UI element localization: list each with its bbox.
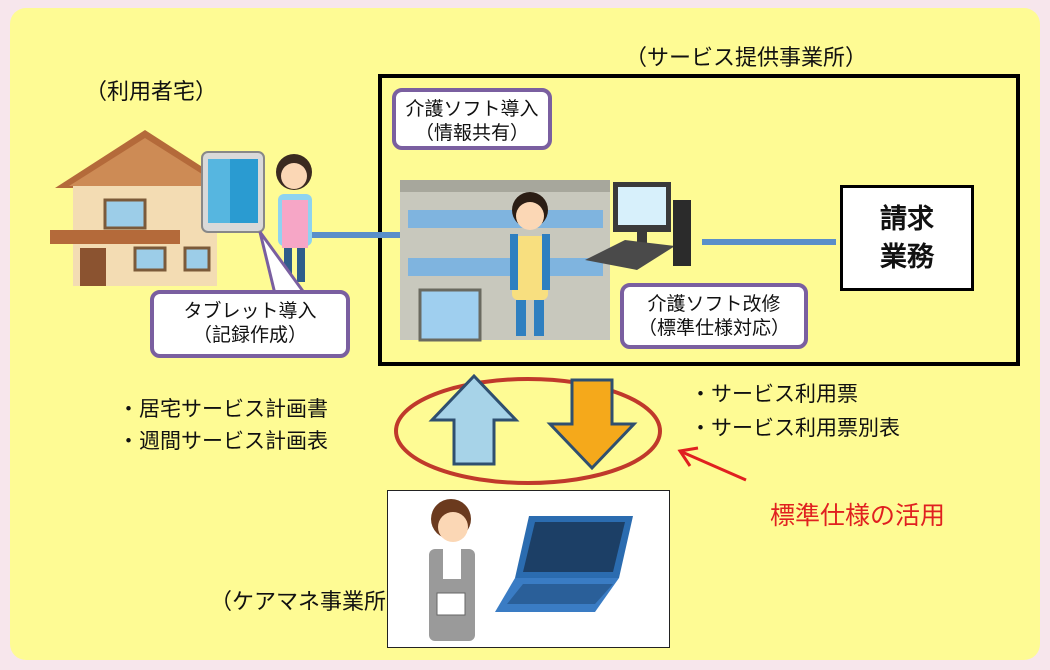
standard-usage-label: 標準仕様の活用 <box>770 501 946 530</box>
exchange-ellipse <box>394 377 662 485</box>
tablet-intro-line2: （記録作成） <box>192 324 307 346</box>
up-docs-line1: ・居宅サービス計画書 <box>118 397 328 421</box>
down-docs-line1: ・サービス利用票 <box>690 382 858 406</box>
billing-line2: 業務 <box>880 242 934 273</box>
service-office-label: （サービス提供事業所） <box>625 46 868 71</box>
software-mod-callout: 介護ソフト改修 （標準仕様対応） <box>620 283 808 349</box>
office-building-illustration <box>400 180 610 342</box>
standard-pointer-arrow <box>677 446 747 482</box>
caremanager-woman-illustration <box>429 499 475 641</box>
connector-pc-billing <box>702 239 836 245</box>
tablet-intro-line1: タブレット導入 <box>183 300 317 322</box>
billing-box: 請求 業務 <box>840 185 974 291</box>
tablet-intro-callout: タブレット導入 （記録作成） <box>150 290 350 358</box>
software-intro-line2: （情報共有） <box>414 122 529 144</box>
caremanager-office-label: （ケアマネ事業所） <box>210 590 409 615</box>
staff-man-illustration <box>510 192 550 336</box>
tablet-illustration <box>201 151 265 233</box>
connector-home-office <box>300 232 412 238</box>
down-docs-line2: ・サービス利用票別表 <box>690 416 900 440</box>
caregiver-woman-illustration <box>276 154 312 282</box>
software-mod-line2: （標準仕様対応） <box>637 317 790 339</box>
laptop-illustration <box>495 516 633 612</box>
up-arrow <box>428 373 520 466</box>
software-intro-line1: 介護ソフト導入 <box>405 98 539 120</box>
desktop-pc-illustration <box>585 182 691 270</box>
up-docs-line2: ・週間サービス計画表 <box>118 429 328 453</box>
software-mod-line1: 介護ソフト改修 <box>647 293 781 315</box>
software-intro-callout: 介護ソフト導入 （情報共有） <box>392 88 552 150</box>
user-home-label: （利用者宅） <box>85 80 218 105</box>
house-illustration <box>50 130 235 286</box>
down-arrow <box>546 378 638 471</box>
service-office-frame <box>378 74 1020 366</box>
billing-line1: 請求 <box>880 204 934 235</box>
